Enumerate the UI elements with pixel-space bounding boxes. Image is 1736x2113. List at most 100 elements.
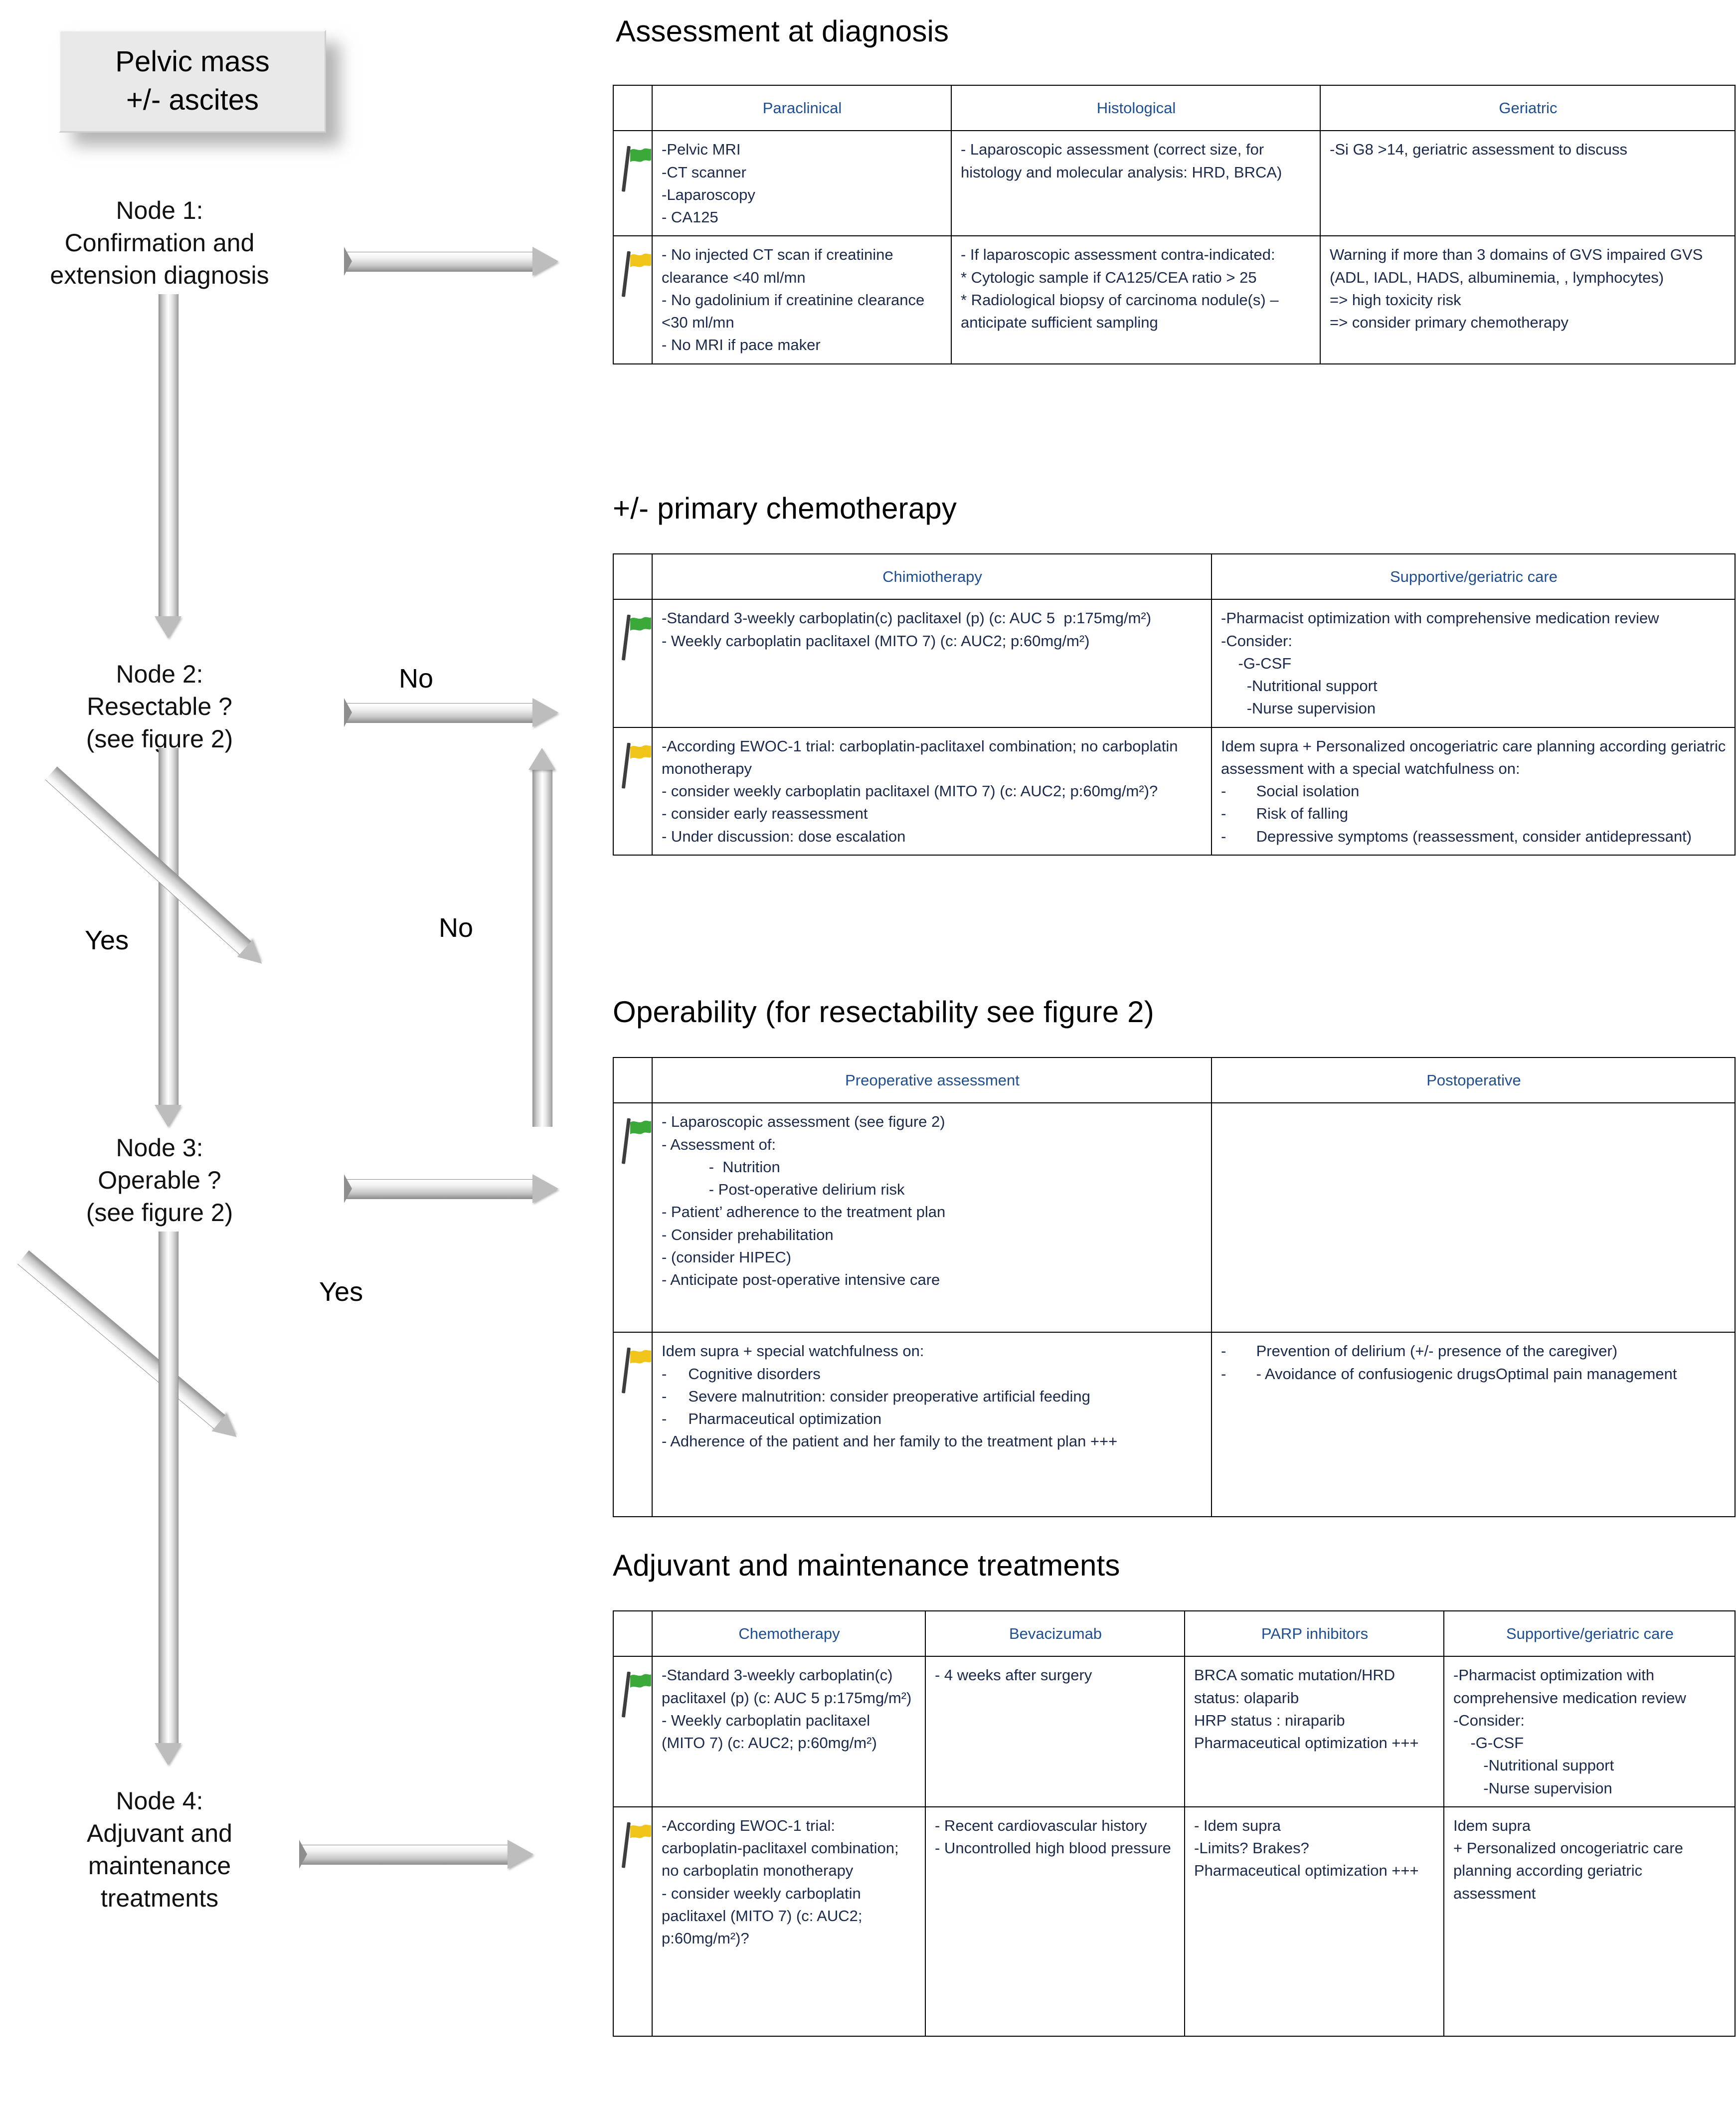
table-adjuvant-maintenance: Chemotherapy Bevacizumab PARP inhibitors… [613,1610,1736,2037]
yellow-flag-icon [621,1346,652,1394]
arrow-up-icon [528,748,555,770]
table-row: - No injected CT scan if creatinine clea… [613,235,1736,364]
row-flag-cell [613,1806,653,2037]
flag-cloth [630,1674,651,1688]
column-header-postoperative: Postoperative [1211,1056,1736,1104]
flag-cloth [630,1350,651,1364]
arrow-down-node1-to-node2 [155,294,181,638]
arrow-shaft [344,703,532,723]
column-header-parp-inhibitors: PARP inhibitors [1184,1610,1444,1657]
cell-chemotherapy: -Standard 3-weekly carboplatin(c) paclit… [652,1656,926,1807]
row-flag-cell [613,1332,653,1518]
cell-parp-inhibitors: - Idem supra -Limits? Brakes? Pharmaceut… [1184,1806,1444,2037]
column-header-supportive-geriatric-care: Supportive/geriatric care [1443,1610,1736,1657]
green-flag-icon [621,613,652,661]
node-4-label: Node 4: Adjuvant and maintenance treatme… [87,1787,232,1912]
section-title-assessment: Assessment at diagnosis [616,14,949,48]
arrow-right-icon [508,1840,533,1869]
column-header-geriatric: Geriatric [1320,84,1736,132]
cell-preoperative-assessment: Idem supra + special watchfulness on: - … [652,1332,1212,1518]
flowchart-column: Pelvic mass +/- ascites Node 1: Confirma… [0,0,598,2113]
edge-label-return-no: No [439,913,474,943]
row-flag-cell [613,726,653,856]
column-header-preoperative-assessment: Preoperative assessment [652,1056,1212,1104]
row-flag-cell [613,1656,653,1807]
arrow-shaft [159,294,178,616]
cell-chimiotherapy: -Standard 3-weekly carboplatin(c) paclit… [652,599,1212,728]
arrow-tail [344,698,352,727]
arrow-down-icon [155,1105,181,1127]
yellow-flag-icon [621,249,652,297]
edge-label-node2-yes: Yes [85,925,129,955]
flag-cloth [630,745,651,759]
green-flag-icon [621,1116,652,1164]
cell-preoperative-assessment: - Laparoscopic assessment (see figure 2)… [652,1102,1212,1333]
table-primary-chemotherapy: Chimiotherapy Supportive/geriatric care … [613,553,1736,856]
row-flag-cell [613,599,653,728]
flag-cloth [630,1824,651,1838]
cell-bevacizumab: - Recent cardiovascular history - Uncont… [925,1806,1185,2037]
row-flag-cell [613,1102,653,1333]
row-flag-cell [613,130,653,237]
column-header-chimiotherapy: Chimiotherapy [652,553,1212,600]
arrow-diagonal-node3-yes-to-node4 [15,1249,244,1446]
table-row: Idem supra + special watchfulness on: - … [613,1332,1736,1518]
cell-supportive-geriatric-care: -Pharmacist optimization with comprehens… [1443,1656,1736,1807]
table-assessment-at-diagnosis: Paraclinical Histological Geriatric -Pel… [613,84,1736,364]
table-header-row: Chemotherapy Bevacizumab PARP inhibitors… [613,1610,1736,1657]
table-header-row: Preoperative assessment Postoperative [613,1056,1736,1104]
column-header-chemotherapy: Chemotherapy [652,1610,926,1657]
table-row: -Pelvic MRI -CT scanner -Laparoscopy - C… [613,130,1736,237]
cell-paraclinical: - No injected CT scan if creatinine clea… [652,235,952,364]
arrow-right-node2-no-to-chemo [344,698,558,727]
table-row: -Standard 3-weekly carboplatin(c) paclit… [613,1656,1736,1807]
arrow-down-node3-to-node4 [155,1232,181,1765]
arrow-shaft [159,748,178,1105]
start-node-pelvic-mass: Pelvic mass +/- ascites [59,30,326,133]
edge-label-node2-no: No [399,664,434,694]
cell-parp-inhibitors: BRCA somatic mutation/HRD status: olapar… [1184,1656,1444,1807]
column-header-bevacizumab: Bevacizumab [925,1610,1185,1657]
arrow-shaft [344,1179,532,1199]
flag-header [613,84,653,132]
cell-histological: - Laparoscopic assessment (correct size,… [951,130,1321,237]
green-flag-icon [621,1670,652,1718]
arrow-shaft [344,252,532,272]
cell-paraclinical: -Pelvic MRI -CT scanner -Laparoscopy - C… [652,130,952,237]
table-row: - Laparoscopic assessment (see figure 2)… [613,1102,1736,1333]
flag-header [613,1056,653,1104]
arrow-shaft [159,1232,178,1743]
arrow-down-node2-to-node3 [155,748,181,1127]
section-title-operability: Operability (for resectability see figur… [613,995,1154,1029]
node-2-label: Node 2: Resectable ? (see figure 2) [86,660,233,753]
cell-geriatric: Warning if more than 3 domains of GVS im… [1320,235,1736,364]
table-operability: Preoperative assessment Postoperative - … [613,1056,1736,1518]
arrow-shaft [17,1250,225,1429]
section-title-adjuvant: Adjuvant and maintenance treatments [613,1549,1120,1582]
arrow-tail [344,247,352,276]
cell-supportive-geriatric-care: Idem supra + Personalized oncogeriatric … [1211,726,1736,856]
flag-cloth [630,1120,651,1135]
arrow-right-icon [532,247,558,276]
section-title-primary-chemotherapy: +/- primary chemotherapy [613,492,957,525]
table-row: -According EWOC-1 trial: carboplatin-pac… [613,726,1736,856]
node-1-label: Node 1: Confirmation and extension diagn… [50,196,269,289]
flag-cloth [630,148,651,163]
flag-header [613,1610,653,1657]
row-flag-cell [613,235,653,364]
table-header-row: Paraclinical Histological Geriatric [613,84,1736,132]
arrow-tail [344,1174,352,1203]
cell-chimiotherapy: -According EWOC-1 trial: carboplatin-pac… [652,726,1212,856]
arrow-down-icon [155,616,181,638]
arrow-right-icon [532,1174,558,1203]
cell-bevacizumab: - 4 weeks after surgery [925,1656,1185,1807]
cell-histological: - If laparoscopic assessment contra-indi… [951,235,1321,364]
table-row: -Standard 3-weekly carboplatin(c) paclit… [613,599,1736,728]
cell-supportive-geriatric-care: Idem supra + Personalized oncogeriatric … [1443,1806,1736,2037]
green-flag-icon [621,144,652,192]
arrow-right-node4-to-adjuvant [299,1840,533,1869]
edge-label-node3-yes: Yes [319,1277,363,1307]
flag-cloth [630,617,651,631]
arrow-shaft [299,1845,508,1865]
table-header-row: Chimiotherapy Supportive/geriatric care [613,553,1736,600]
